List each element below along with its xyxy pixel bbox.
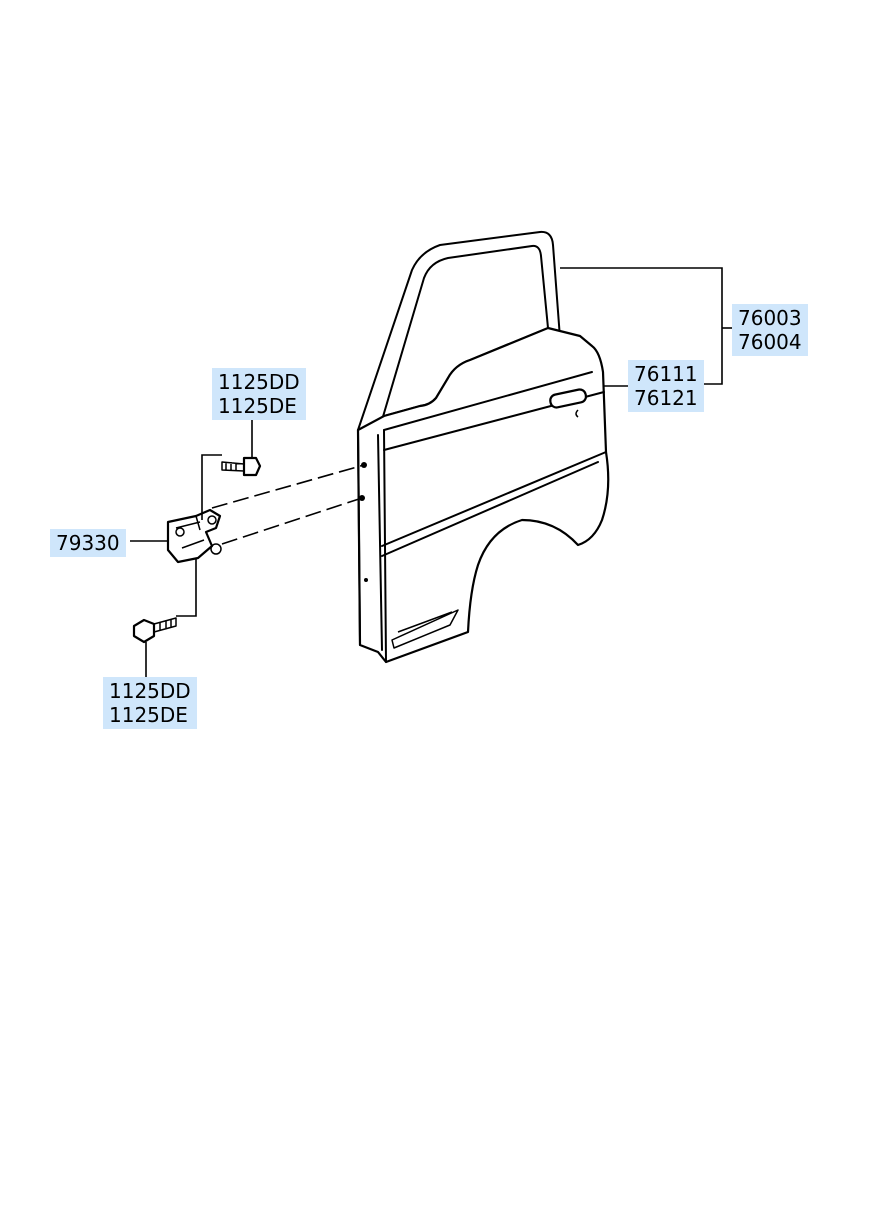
- door-assembly: [356, 230, 610, 664]
- leader-door-frame: [560, 267, 723, 385]
- leader-upper-bolt-bracket: [201, 454, 222, 520]
- callout-hinge[interactable]: 79330: [50, 529, 126, 557]
- code: 1125DD: [109, 679, 191, 703]
- callout-lower-bolt[interactable]: 1125DD 1125DE: [103, 677, 197, 729]
- callout-door-panel[interactable]: 76111 76121: [628, 360, 704, 412]
- assembly-line-lower: [221, 497, 363, 545]
- callout-upper-bolt[interactable]: 1125DD 1125DE: [212, 368, 306, 420]
- handle-mark: [575, 409, 579, 418]
- door-pillar: [357, 429, 387, 663]
- code: 76121: [634, 386, 698, 410]
- pillar-hole: [364, 578, 368, 582]
- code: 79330: [56, 531, 120, 555]
- code: 76111: [634, 362, 698, 386]
- door-handle: [549, 388, 588, 409]
- door-hinge: [166, 508, 222, 564]
- callout-door-frame[interactable]: 76003 76004: [732, 304, 808, 356]
- door-panel-outline: [356, 326, 610, 664]
- code: 76003: [738, 306, 802, 330]
- code: 1125DD: [218, 370, 300, 394]
- upper-bolt: [221, 456, 262, 477]
- lower-bolt: [132, 617, 177, 644]
- code: 1125DE: [218, 394, 297, 418]
- assembly-line-upper: [211, 464, 365, 509]
- character-line: [381, 451, 607, 557]
- window-frame-outer: [357, 230, 561, 431]
- code: 1125DE: [109, 703, 188, 727]
- leader-lower-bolt-bracket: [176, 558, 197, 617]
- lower-trim: [391, 609, 459, 649]
- code: 76004: [738, 330, 802, 354]
